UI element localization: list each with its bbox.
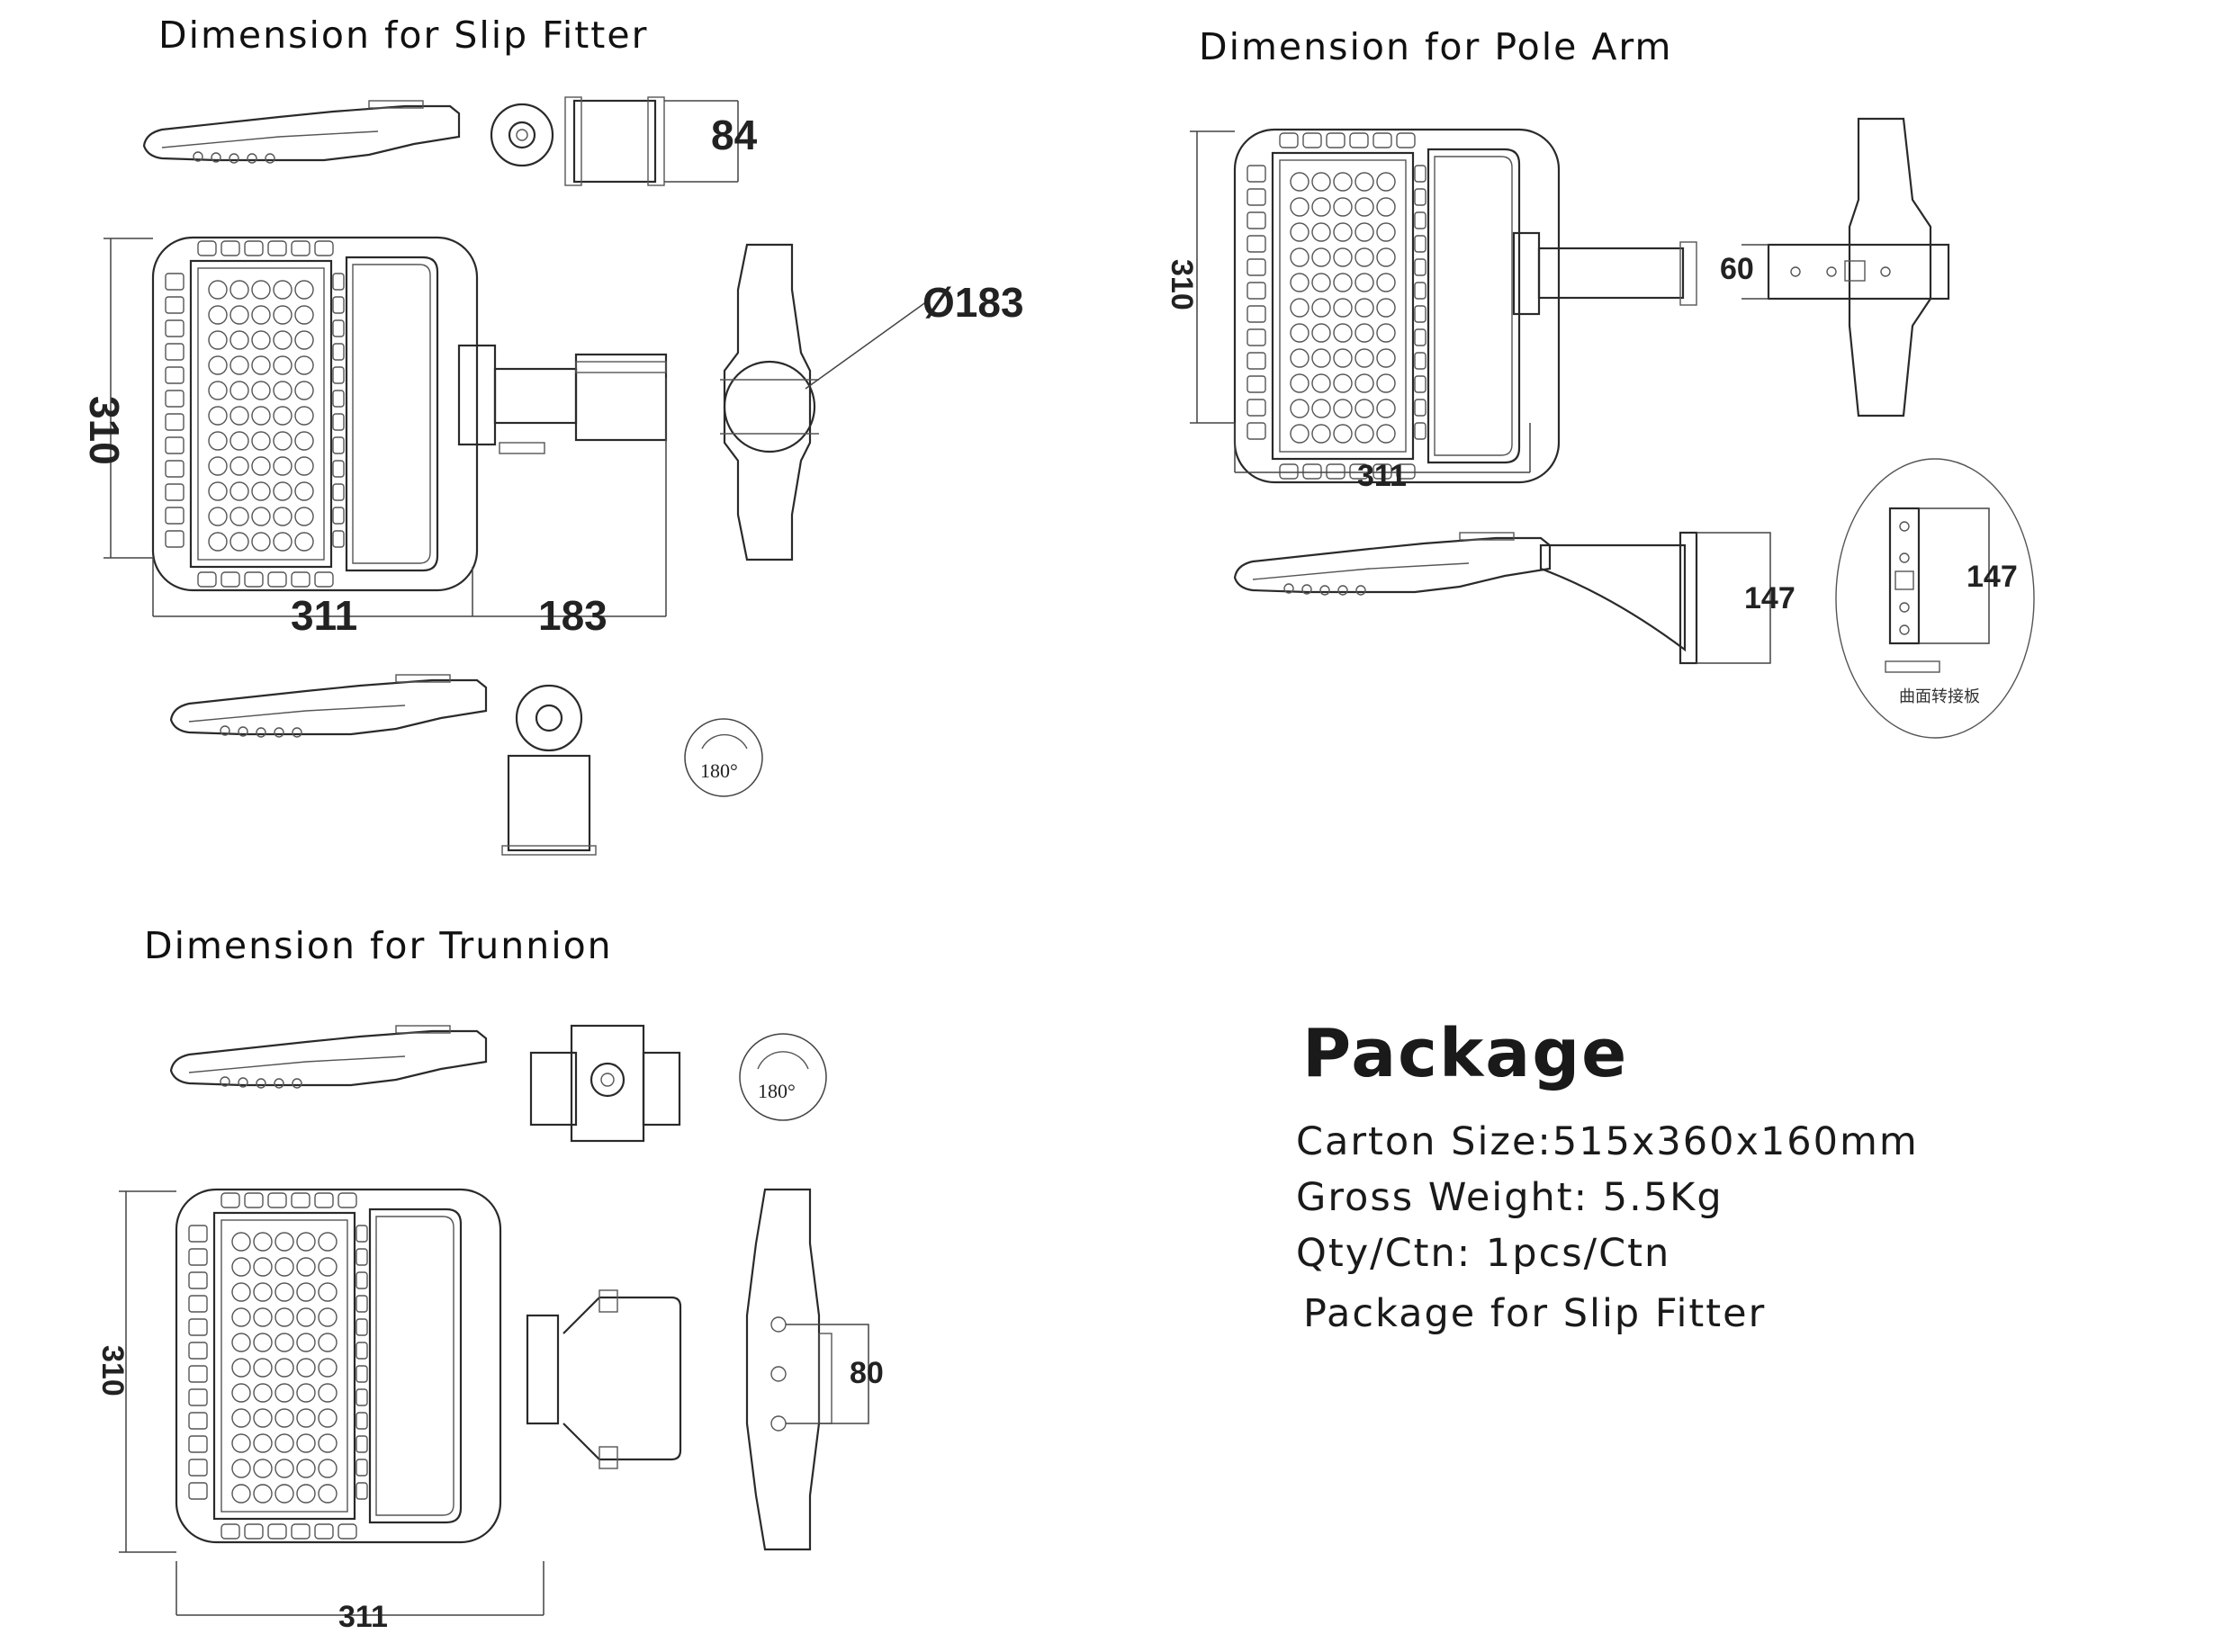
dim-width: 310 [81, 396, 128, 465]
dim-pole-arm-width: 310 [1165, 259, 1199, 310]
dim-trunnion-bracket: 80 [850, 1356, 884, 1390]
dim-pole-arm-length: 311 [1357, 459, 1407, 493]
qty-per-carton: Qty/Ctn: 1pcs/Ctn [1296, 1231, 1670, 1276]
package-title: Package [1302, 1015, 1628, 1092]
trunnion-dimension-lines [119, 1190, 544, 1616]
carton-size: Carton Size:515x360x160mm [1296, 1119, 1919, 1164]
dim-fitter-height: 84 [711, 112, 758, 158]
slip-fitter-side-view-bottom [169, 673, 597, 856]
slip-fitter-end-view [720, 243, 819, 561]
rotation-indicator-trunnion: 180° [739, 1033, 827, 1121]
package-info: Package Carton Size:515x360x160mm Gross … [1296, 1015, 1919, 1336]
slip-fitter-dimension-lines [104, 238, 667, 617]
dim-trunnion-width: 310 [95, 1345, 130, 1396]
section-title-pole-arm: Dimension for Pole Arm [1199, 25, 1673, 68]
svg-text:180°: 180° [758, 1080, 796, 1102]
pole-arm-plan-view [1233, 128, 1697, 484]
package-note: Package for Slip Fitter [1303, 1291, 1766, 1336]
pole-arm-end-view [1742, 117, 1950, 417]
dim-length: 311 [291, 592, 357, 639]
slip-fitter-side-view-top [142, 96, 739, 186]
dim-diameter: Ø183 [922, 279, 1024, 326]
pole-arm-side-view [1233, 531, 1771, 665]
svg-text:180°: 180° [700, 759, 738, 782]
trunnion-plan-view [175, 1188, 682, 1544]
plate-label: 曲面转接板 [1899, 687, 1980, 706]
dim-pole-arm-height: 60 [1720, 252, 1754, 286]
curved-adapter-plate-detail [1835, 458, 2035, 739]
slip-fitter-plan-view [151, 236, 668, 592]
dim-plate-height: 147 [1966, 560, 2018, 594]
trunnion-end-view [745, 1188, 869, 1551]
gross-weight: Gross Weight: 5.5Kg [1296, 1175, 1724, 1220]
pole-arm-dimension-lines [1190, 130, 1531, 473]
dim-arm-length: 183 [538, 592, 608, 639]
section-title-trunnion: Dimension for Trunnion [144, 924, 613, 967]
section-title-slip-fitter: Dimension for Slip Fitter [158, 13, 648, 57]
dim-pole-arm-bracket: 147 [1744, 581, 1796, 615]
trunnion-side-view [169, 1024, 681, 1143]
dim-trunnion-length: 311 [338, 1600, 388, 1634]
rotation-indicator-slip-fitter: 180° [684, 718, 763, 797]
